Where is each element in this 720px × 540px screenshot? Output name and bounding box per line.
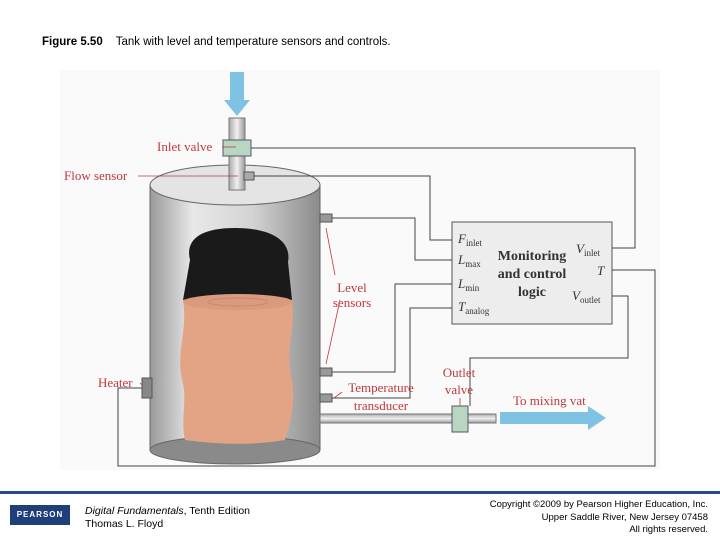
flow-sensor-label: Flow sensor (64, 168, 128, 183)
output-v-outlet: Voutlet (572, 288, 601, 305)
copyright: Copyright ©2009 by Pearson Higher Educat… (490, 499, 708, 537)
tank-liquid (180, 228, 294, 444)
temperature-transducer (319, 393, 333, 403)
output-t: T (597, 263, 605, 278)
temperature-transducer-label-1: Temperature (348, 380, 414, 395)
copyright-line-3: All rights reserved. (629, 524, 708, 535)
inlet-flow-arrow (224, 72, 250, 116)
temperature-transducer-label-2: transducer (354, 398, 409, 413)
outlet-valve-label-1: Outlet (443, 365, 476, 380)
signal-wires (117, 147, 656, 467)
copyright-line-2: Upper Saddle River, New Jersey 07458 (541, 511, 708, 523)
outlet-pipe (319, 413, 497, 424)
book-credit: Digital Fundamentals, Tenth Edition Thom… (85, 505, 250, 531)
level-sensors-label-1: Level (337, 280, 367, 295)
logic-title-line-2: and control (498, 267, 567, 282)
figure-number: Figure 5.50 (42, 36, 103, 48)
copyright-line-1: Copyright ©2009 by Pearson Higher Educat… (489, 499, 708, 510)
inlet-valve-label: Inlet valve (157, 139, 212, 154)
label-pointers (138, 146, 461, 406)
input-f-inlet: Finlet (457, 231, 482, 248)
input-l-min: Lmin (457, 276, 480, 293)
book-title: Digital Fundamentals (85, 505, 184, 517)
mixing-vat-label: To mixing vat (513, 393, 586, 408)
level-sensors-label-2: sensors (333, 295, 371, 310)
pearson-logo: PEARSON (10, 505, 70, 525)
footer-rule (0, 491, 720, 494)
logic-title-line-1: Monitoring (498, 249, 566, 264)
book-edition: , Tenth Edition (183, 505, 250, 517)
control-logic-box (451, 221, 613, 325)
author: Thomas L. Floyd (85, 518, 164, 530)
input-l-max: Lmax (457, 252, 481, 269)
flow-sensor (243, 171, 255, 181)
heater-label: Heater (98, 375, 133, 390)
inlet-valve[interactable] (222, 139, 252, 157)
outlet-valve-label-2: valve (445, 382, 473, 397)
figure-title: Tank with level and temperature sensors … (115, 36, 391, 48)
tank-diagram: Inlet valve Flow sensor Level sensors He… (64, 72, 656, 467)
level-sensor-min (319, 367, 333, 377)
logic-title-line-3: logic (518, 285, 546, 300)
mixing-vat-arrow (500, 406, 606, 430)
figure-caption: Figure 5.50 Tank with level and temperat… (42, 36, 391, 48)
outlet-valve[interactable] (451, 405, 469, 433)
output-v-inlet: Vinlet (576, 241, 600, 258)
level-sensor-max (319, 213, 333, 223)
heater (141, 377, 153, 399)
input-t-analog: Tanalog (458, 299, 490, 316)
